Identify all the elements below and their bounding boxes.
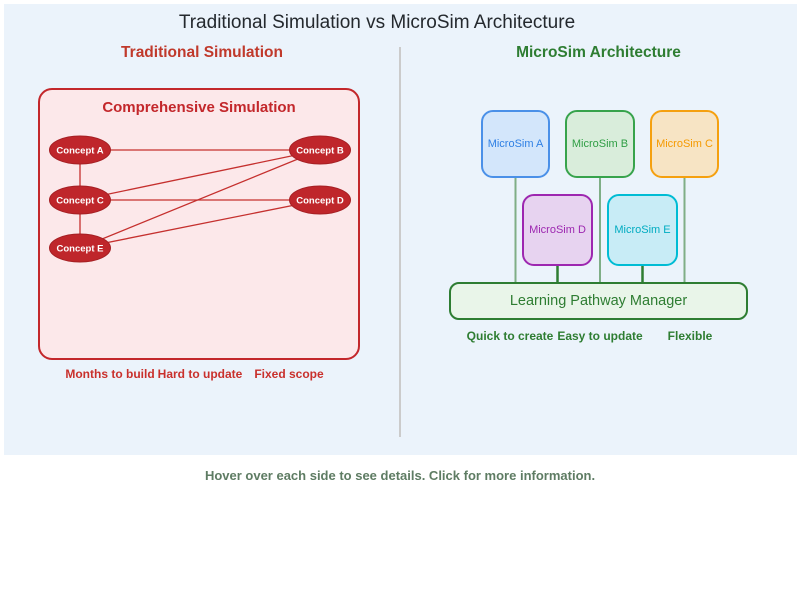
right-feature-quick-to-create: Quick to create xyxy=(466,329,554,343)
hover-instruction-caption: Hover over each side to see details. Cli… xyxy=(204,468,596,483)
comprehensive-simulation-title: Comprehensive Simulation xyxy=(102,99,296,116)
microsim-b-label: MicroSim B xyxy=(571,138,629,150)
traditional-simulation-side[interactable]: Traditional Simulation Comprehensive Sim… xyxy=(4,40,400,455)
left-feature-fixed-scope: Fixed scope xyxy=(254,367,324,381)
microsim-a-box[interactable]: MicroSim A xyxy=(481,110,550,178)
microsim-e-box[interactable]: MicroSim E xyxy=(607,194,678,266)
microsim-heading: MicroSim Architecture xyxy=(516,44,681,61)
comprehensive-simulation-box[interactable]: Comprehensive Simulation xyxy=(38,88,360,360)
microsim-architecture-side[interactable]: MicroSim Architecture MicroSim A MicroSi… xyxy=(400,40,797,455)
microsim-e-label: MicroSim E xyxy=(614,224,671,236)
center-divider xyxy=(399,47,401,437)
traditional-heading: Traditional Simulation xyxy=(121,44,283,61)
microsim-a-label: MicroSim A xyxy=(487,138,544,150)
right-feature-easy-to-update: Easy to update xyxy=(557,329,643,343)
left-feature-hard-to-update: Hard to update xyxy=(157,367,243,381)
microsim-b-box[interactable]: MicroSim B xyxy=(565,110,635,178)
learning-pathway-manager-box[interactable]: Learning Pathway Manager xyxy=(449,282,748,320)
left-feature-months-to-build: Months to build xyxy=(65,367,155,381)
microsim-c-box[interactable]: MicroSim C xyxy=(650,110,719,178)
microsim-d-label: MicroSim D xyxy=(529,224,586,236)
page-title: Traditional Simulation vs MicroSim Archi… xyxy=(178,12,576,33)
short-connectors xyxy=(556,266,644,282)
learning-pathway-manager-label: Learning Pathway Manager xyxy=(509,293,688,309)
microsim-connectors xyxy=(514,178,686,282)
right-feature-flexible: Flexible xyxy=(667,329,713,343)
microsim-c-label: MicroSim C xyxy=(656,138,713,150)
microsim-d-box[interactable]: MicroSim D xyxy=(522,194,593,266)
